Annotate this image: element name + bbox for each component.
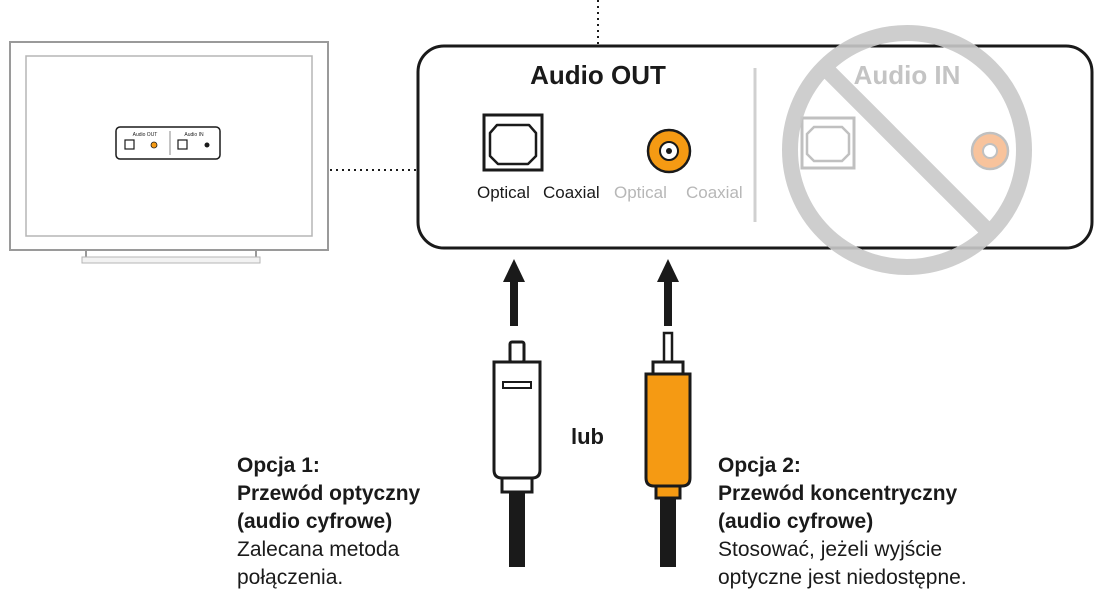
in-optical-label: Optical <box>614 183 667 202</box>
optical-plug-icon <box>492 340 542 567</box>
arrow-up-icon <box>503 259 525 326</box>
or-label: lub <box>571 424 604 449</box>
coaxial-in-port-icon <box>970 131 1010 171</box>
option1-heading: Opcja 1: <box>237 454 320 477</box>
prohibited-icon <box>782 25 1032 275</box>
out-optical-label: Optical <box>477 183 530 202</box>
in-coaxial-label: Coaxial <box>686 183 743 202</box>
option1-desc-line1: Zalecana metoda <box>237 538 400 561</box>
arrow-up-icon <box>657 259 679 326</box>
out-coaxial-label: Coaxial <box>543 183 600 202</box>
coaxial-plug-icon <box>644 331 692 567</box>
option2-heading: Opcja 2: <box>718 454 801 477</box>
option1-title-line2: (audio cyfrowe) <box>237 510 393 533</box>
option1-caption: Opcja 1: Przewód optyczny (audio cyfrowe… <box>237 452 420 592</box>
mini-optical-in-port-icon <box>177 139 188 150</box>
optical-port-icon <box>482 113 544 172</box>
audio-out-title: Audio OUT <box>530 60 666 90</box>
mini-optical-port-icon <box>124 139 135 150</box>
option1-desc-line2: połączenia. <box>237 566 344 589</box>
mini-coaxial-in-port-icon <box>204 142 210 148</box>
option2-desc-line1: Stosować, jeżeli wyjście <box>718 538 943 561</box>
audio-in-title: Audio IN <box>854 60 961 90</box>
option2-desc-line2: optyczne jest niedostępne. <box>718 566 967 589</box>
option1-title-line1: Przewód optyczny <box>237 482 421 505</box>
optical-in-port-icon <box>800 116 856 170</box>
tv-mini-panel: Audio OUT Audio IN <box>115 126 221 160</box>
tv-mini-in-label: Audio IN <box>184 132 204 138</box>
mini-coaxial-port-icon <box>150 141 158 149</box>
option2-caption: Opcja 2: Przewód koncentryczny (audio cy… <box>718 452 967 592</box>
coaxial-port-icon <box>646 128 692 174</box>
tv-mini-out-label: Audio OUT <box>133 132 158 138</box>
option2-title-line1: Przewód koncentryczny <box>718 482 958 505</box>
option2-title-line2: (audio cyfrowe) <box>718 510 874 533</box>
